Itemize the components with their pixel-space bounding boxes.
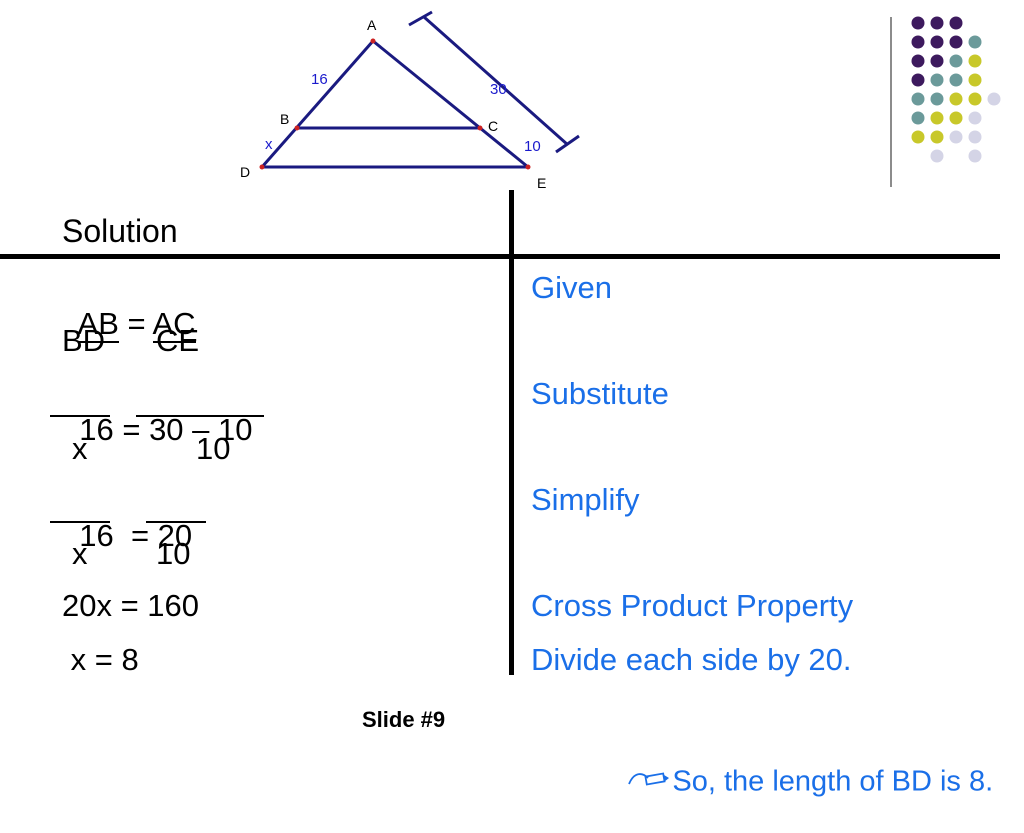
decor-dot [968,130,982,144]
decor-dot [949,130,963,144]
point-a [370,38,376,44]
decor-dot [968,149,982,163]
conclusion-text: So, the length of BD is 8. [578,700,993,833]
conclusion-statement: So, the length of BD is 8. [672,765,994,798]
decor-dot [987,92,1001,106]
decor-dot [930,35,944,49]
decor-dot [930,130,944,144]
decor-dot [930,54,944,68]
step-3-left-fraction-bar [50,521,110,523]
label-ab: 16 [311,71,328,88]
point-b [294,125,300,131]
step-1-left-bottom: BD [62,323,106,358]
decor-dot [911,54,925,68]
step-5-equation: x = 8 [62,642,139,677]
decor-dot [911,130,925,144]
dot-grid [911,16,1001,163]
measure-line [423,15,569,147]
decor-dot [949,73,963,87]
reason-divide: Divide each side by 20. [531,642,852,677]
decor-dot [968,111,982,125]
decorative-dots [890,16,1001,187]
decor-dot [930,149,944,163]
slide-number: Slide #9 [362,707,446,732]
decor-dot [930,73,944,87]
reason-given: Given [531,270,612,305]
step-2-left-bottom: x [72,431,88,466]
decor-dot [911,35,925,49]
step-3-left-bottom: x [72,536,88,571]
step-1-right-bottom: CE [156,323,200,358]
point-c [477,125,483,131]
pencil-bullet-icon [594,733,670,833]
label-bd: x [265,136,273,153]
reason-simplify: Simplify [531,482,640,517]
table-vertical-rule [509,190,514,675]
measure-tick-bottom [555,134,580,154]
decor-dot [949,54,963,68]
decor-dot [911,16,925,30]
step-3-numerator: 16 = 20 [62,482,192,554]
solution-heading: Solution [62,213,178,249]
step-3-right-bottom: 10 [156,536,191,571]
measure-tick-top [408,10,433,27]
decor-dot [968,35,982,49]
decor-dot [968,92,982,106]
decor-dot [911,111,925,125]
label-point-c: C [488,118,498,134]
step-3-right-fraction-bar [146,521,206,523]
table-horizontal-rule [0,254,1000,259]
step-2-right-top: 30 – 10 [149,412,253,447]
label-point-a: A [367,17,377,33]
label-point-e: E [537,175,546,191]
label-point-b: B [280,111,289,127]
decor-dot [930,92,944,106]
decor-dot [930,16,944,30]
decor-dot [968,73,982,87]
point-d [259,164,265,170]
step-1-numerator: AB = AC [62,270,196,343]
step-2-right-fraction-bar [136,415,264,417]
step-2-equals: = [113,412,150,447]
step-2-left-fraction-bar [50,415,110,417]
decor-dot [930,111,944,125]
reason-cross-product: Cross Product Property [531,588,854,623]
decor-dot [911,73,925,87]
decor-dot [949,92,963,106]
label-ae: 30 [490,81,507,98]
step-2-numerator: 16 = 30 – 10 [62,376,253,448]
step-2-left-top: 16 [79,412,114,447]
decor-dot [911,92,925,106]
label-ce: 10 [524,138,541,155]
step-3-left-top: 16 [79,518,114,553]
step-1-left-top: AB [77,306,119,343]
step-3-equals: = [113,518,158,553]
decor-dot [949,111,963,125]
step-1-right-top: AC [152,306,196,343]
decor-dot [949,16,963,30]
decor-dot [949,35,963,49]
step-3-right-top: 20 [157,518,193,553]
label-point-d: D [240,164,250,180]
triangle-diagram: A B C D E 16 x 30 10 [240,10,580,191]
step-2-right-bottom: 10 [196,431,231,466]
decor-dot [968,54,982,68]
segment-ad [260,40,375,168]
step-4-equation: 20x = 160 [62,588,200,623]
reason-substitute: Substitute [531,376,669,411]
step-1-equals: = [118,306,153,341]
segment-ae [372,39,529,169]
point-e [525,164,531,170]
